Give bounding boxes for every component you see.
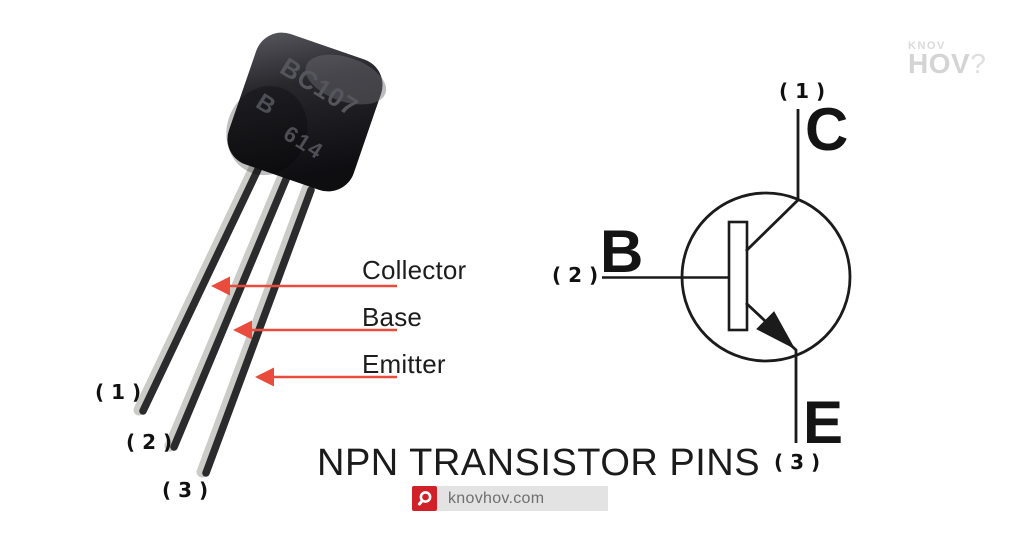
emitter-arrow <box>756 311 796 350</box>
magnifier-icon <box>417 491 432 506</box>
base-bar <box>727 220 749 332</box>
emitter-arrowhead <box>255 367 274 387</box>
transistor-leads <box>133 156 315 478</box>
photo-pin2-label: ( 2 ) <box>126 430 173 454</box>
photo-pin1-label: ( 1 ) <box>95 380 142 404</box>
logo-line2: HOV? <box>908 48 987 79</box>
collector-label: Collector <box>362 255 467 285</box>
watermark: knovhov.com <box>412 486 608 511</box>
watermark-site: knovhov.com <box>448 489 545 507</box>
npn-symbol <box>602 109 852 443</box>
symbol-pin2-label: ( 2 ) <box>552 263 599 287</box>
base-label: Base <box>362 302 423 332</box>
collector-letter: C <box>805 96 849 163</box>
magnifier-badge <box>412 486 437 511</box>
photo-pin3-label: ( 3 ) <box>162 478 209 502</box>
emitter-letter: E <box>803 389 844 456</box>
collector-lead-line <box>745 109 800 252</box>
emitter-lead-line <box>745 301 798 443</box>
logo-question-mark: ? <box>970 48 987 79</box>
knovhov-logo: KNOV HOV? <box>908 41 986 78</box>
base-arrowhead <box>233 320 252 340</box>
collector-arrowhead <box>211 276 230 296</box>
transistor-body: BC107 B 614 <box>226 32 387 192</box>
logo-line1: KNOV <box>908 40 946 52</box>
base-letter: B <box>600 218 644 285</box>
symbol-pin3-label: ( 3 ) <box>774 450 821 474</box>
callout-arrows <box>211 276 397 387</box>
watermark-bar: knovhov.com <box>437 486 608 511</box>
emitter-label: Emitter <box>362 349 446 379</box>
page-title: NPN TRANSISTOR PINS <box>317 442 761 484</box>
symbol-pin1-label: ( 1 ) <box>779 79 826 103</box>
